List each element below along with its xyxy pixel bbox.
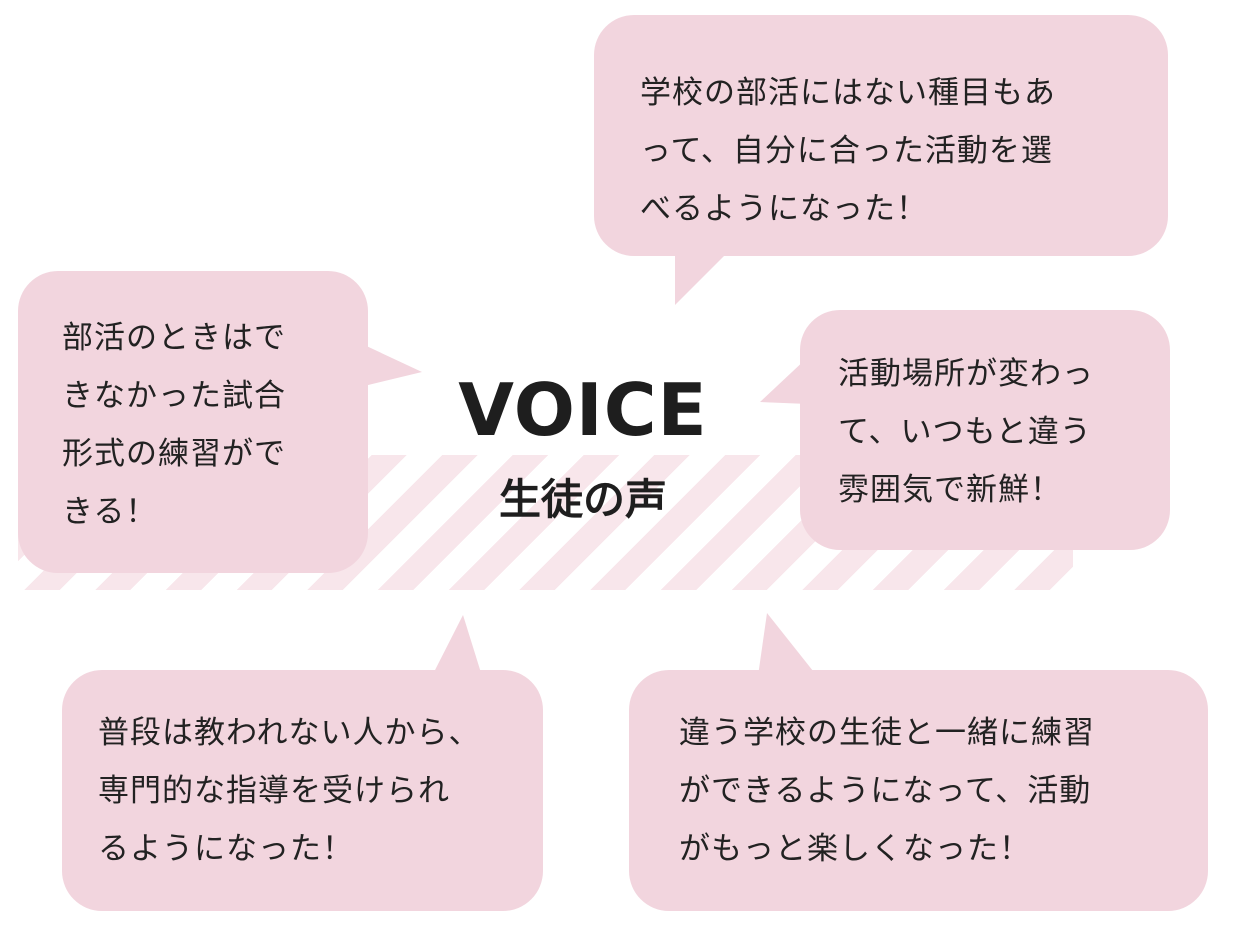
voice-bubble-4: 普段は教われない人から、 専門的な指導を受けられ るようになった！ (62, 670, 543, 911)
voice-bubble-2: 部活のときはで きなかった試合 形式の練習がで きる！ (18, 271, 368, 573)
voice-bubble-5: 違う学校の生徒と一緒に練習 ができるようになって、活動 がもっと楽しくなった！ (629, 670, 1208, 911)
voice-bubble-3: 活動場所が変わっ て、いつもと違う 雰囲気で新鮮！ (800, 310, 1170, 550)
voice-text: 部活のときはで きなかった試合 形式の練習がで きる！ (62, 320, 286, 530)
bubble-tail-5 (758, 613, 817, 676)
voice-text: 普段は教われない人から、 専門的な指導を受けられ るようになった！ (98, 715, 481, 867)
bubble-tail-4 (432, 615, 482, 676)
voice-text: 学校の部活にはない種目もあ って、自分に合った活動を選 べるようになった！ (640, 75, 1056, 227)
bubble-tail-1 (675, 250, 730, 305)
bubble-tail-2 (360, 343, 422, 387)
voice-text: 違う学校の生徒と一緒に練習 ができるようになって、活動 がもっと楽しくなった！ (679, 715, 1095, 867)
bubble-tail-3 (760, 357, 808, 404)
voice-text: 活動場所が変わっ て、いつもと違う 雰囲気で新鮮！ (838, 356, 1094, 508)
voice-bubble-1: 学校の部活にはない種目もあ って、自分に合った活動を選 べるようになった！ (594, 15, 1168, 256)
section-subtitle: 生徒の声 (498, 475, 667, 524)
section-title: VOICE (458, 368, 708, 452)
